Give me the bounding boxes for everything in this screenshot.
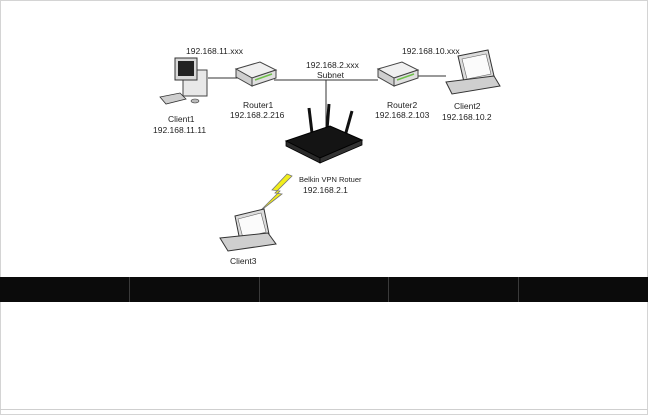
vpn-router-name-label: Belkin VPN Rotuer: [299, 175, 362, 184]
wireless-router-icon: [284, 103, 364, 164]
client1-subnet-label: 192.168.11.xxx: [186, 46, 244, 56]
client2-name-label: Client2: [454, 101, 481, 111]
client3-name-label: Client3: [230, 256, 257, 266]
bar-cell: [519, 277, 648, 302]
router-icon: [234, 61, 278, 87]
router2-subnet-label: 192.168.10.xxx: [402, 46, 460, 56]
client2-ip-label: 192.168.10.2: [442, 112, 492, 122]
black-header-bar: [0, 277, 648, 302]
bar-cell: [389, 277, 520, 302]
laptop-icon: [445, 49, 501, 95]
router2-ip-label: 192.168.2.103: [375, 110, 430, 120]
bar-cell: [130, 277, 260, 302]
network-diagram: [159, 49, 501, 252]
lightning-bolt-icon: [258, 173, 293, 213]
vpn-router-ip-label: 192.168.2.1: [303, 185, 348, 195]
middle-subnet-ip-label: 192.168.2.xxx: [306, 60, 359, 70]
router2-name-label: Router2: [387, 100, 418, 110]
client1-name-label: Client1: [168, 114, 195, 124]
bar-cell: [260, 277, 390, 302]
client1-ip-label: 192.168.11.11: [153, 125, 207, 135]
router1-name-label: Router1: [243, 100, 274, 110]
router-icon: [376, 61, 420, 87]
middle-subnet-word-label: Subnet: [317, 70, 344, 80]
laptop-icon: [219, 208, 277, 252]
router1-ip-label: 192.168.2.216: [230, 110, 285, 120]
desktop-computer-icon: [159, 57, 208, 105]
bar-cell: [0, 277, 130, 302]
bottom-divider: [0, 409, 648, 410]
